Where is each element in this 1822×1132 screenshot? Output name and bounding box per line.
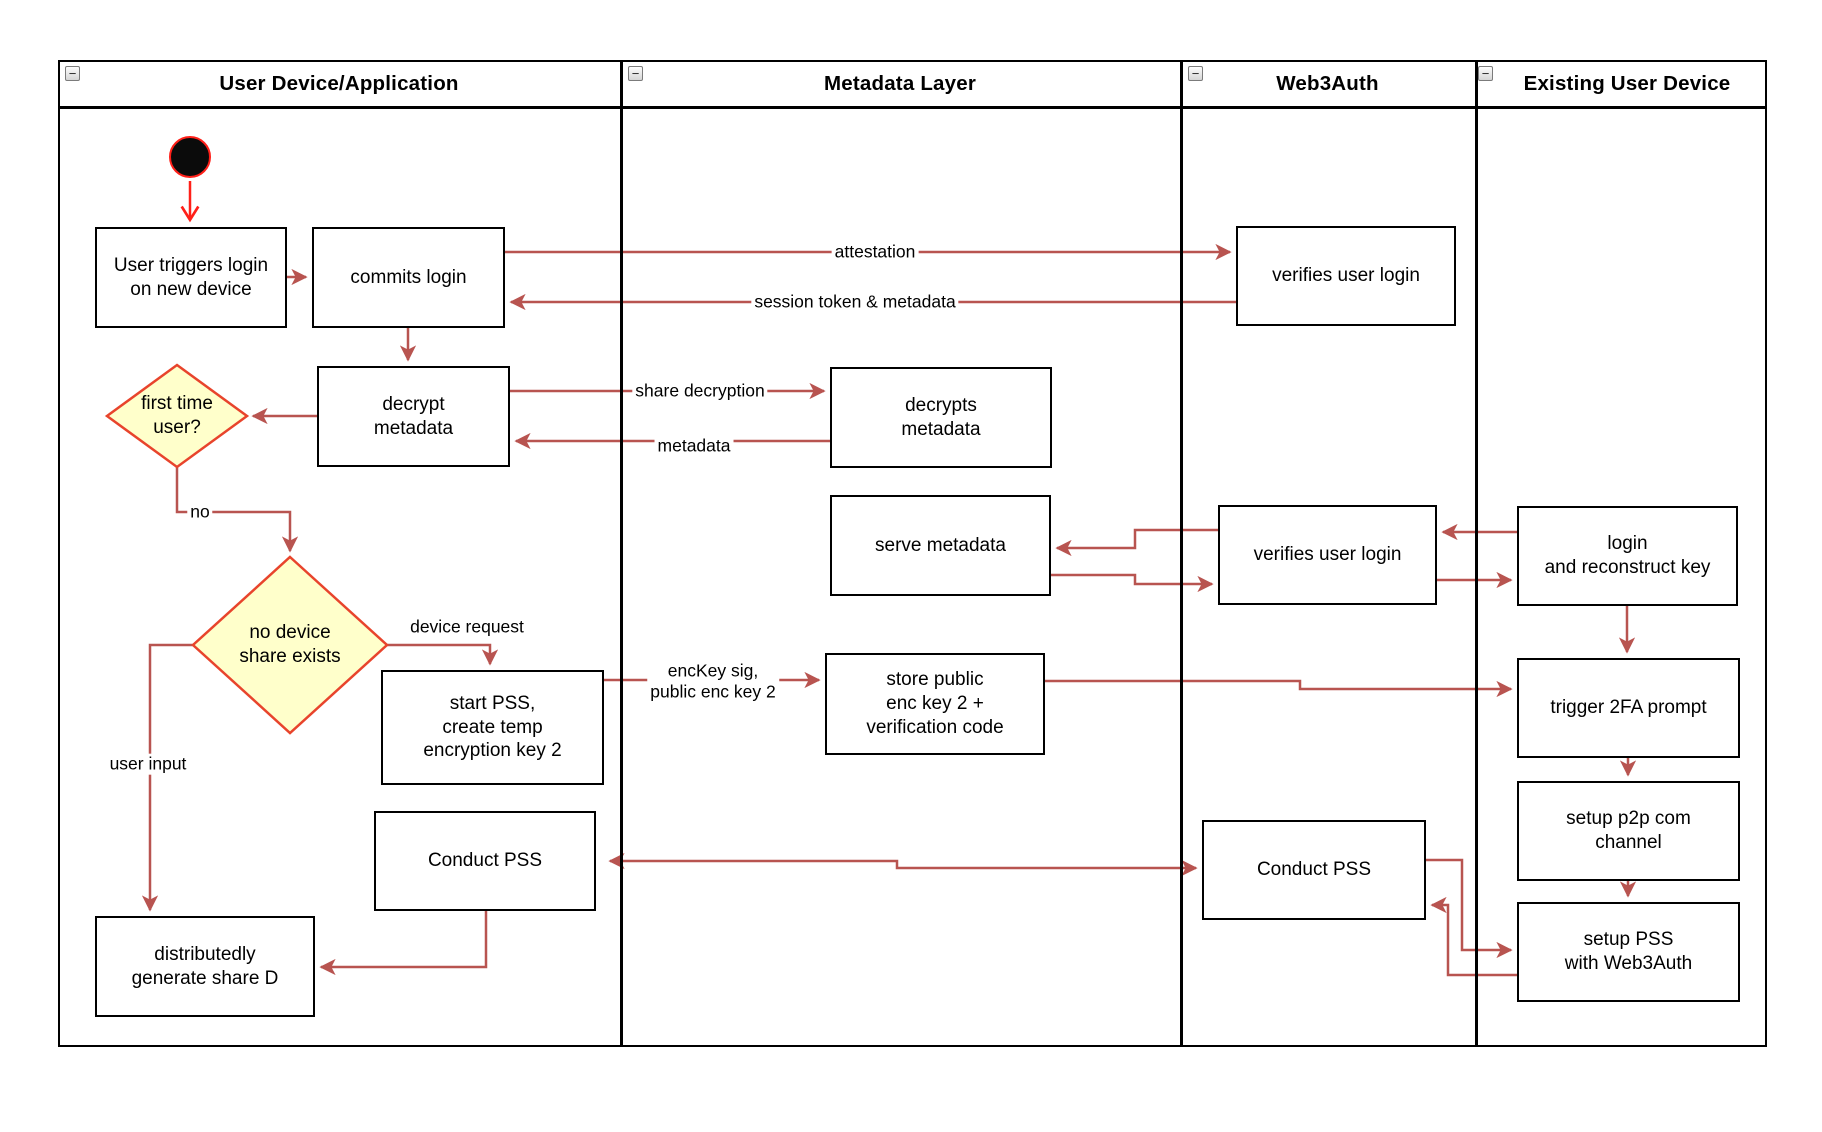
lane-header-web3auth[interactable]: Web3Auth	[1180, 62, 1475, 106]
node-login-reconstruct-key[interactable]: login and reconstruct key	[1517, 506, 1738, 606]
edge-label-share-decryption: share decryption	[632, 380, 768, 402]
edge-user-input	[141, 643, 193, 912]
minus-icon: −	[1191, 66, 1200, 81]
pool-frame	[58, 60, 1767, 1047]
edge-no-branch	[175, 467, 299, 553]
header-divider	[58, 106, 1767, 109]
node-start-pss[interactable]: start PSS, create temp encryption key 2	[381, 670, 604, 785]
edge-label-metadata: metadata	[654, 435, 734, 457]
lane-title-text: Existing User Device	[1523, 72, 1731, 95]
collapse-icon[interactable]: −	[1188, 66, 1203, 81]
collapse-icon[interactable]: −	[1478, 66, 1493, 81]
node-store-public-key[interactable]: store public enc key 2 + verification co…	[825, 653, 1045, 755]
node-verifies-user-login-2[interactable]: verifies user login	[1218, 505, 1437, 605]
edge-label-device-request: device request	[410, 616, 524, 637]
node-commits-login[interactable]: commits login	[312, 227, 505, 328]
edge-verifies2-to-serve	[1055, 528, 1218, 557]
collapse-icon[interactable]: −	[65, 66, 80, 81]
node-conduct-pss-2[interactable]: Conduct PSS	[1202, 820, 1426, 920]
decision-first-time-user-label[interactable]: first time user?	[141, 393, 213, 438]
node-decrypts-metadata[interactable]: decrypts metadata	[830, 367, 1052, 468]
lane-border-3	[1475, 60, 1478, 1047]
lane-header-metadata-layer[interactable]: Metadata Layer	[620, 62, 1180, 106]
node-trigger-2fa[interactable]: trigger 2FA prompt	[1517, 658, 1740, 758]
edge-device-request	[387, 643, 499, 666]
lane-border-2	[1180, 60, 1183, 1047]
node-setup-pss[interactable]: setup PSS with Web3Auth	[1517, 902, 1740, 1002]
node-verifies-user-login-1[interactable]: verifies user login	[1236, 226, 1456, 326]
node-setup-p2p[interactable]: setup p2p com channel	[1517, 781, 1740, 881]
edge-conduct2-to-setuppss	[1426, 858, 1513, 959]
edge-serve-to-verifies2	[1051, 573, 1214, 593]
node-conduct-pss-1[interactable]: Conduct PSS	[374, 811, 596, 911]
decision-first-time-user-shape[interactable]	[104, 363, 250, 469]
edge-conduct1-to-distributedly	[319, 911, 488, 976]
decision-no-device-share-label[interactable]: no device share exists	[239, 622, 341, 667]
lane-border-1	[620, 60, 623, 1047]
edge-setuppss-to-conduct2	[1430, 896, 1517, 977]
minus-icon: −	[631, 66, 640, 81]
node-distributedly-generate[interactable]: distributedly generate share D	[95, 916, 315, 1017]
node-decrypt-metadata[interactable]: decrypt metadata	[317, 366, 510, 467]
edge-store-to-2fa	[1045, 679, 1513, 698]
edge-label-enckey: encKey sig, public enc key 2	[647, 660, 779, 702]
edge-label-attestation: attestation	[831, 241, 919, 263]
node-user-triggers-login[interactable]: User triggers login on new device	[95, 227, 287, 328]
minus-icon: −	[1481, 66, 1490, 81]
node-serve-metadata[interactable]: serve metadata	[830, 495, 1051, 596]
lane-header-user-device[interactable]: User Device/Application	[58, 62, 620, 106]
lane-title-text: User Device/Application	[219, 72, 459, 95]
edge-conduct-pss-bidirectional	[608, 852, 1198, 877]
lane-title-text: Web3Auth	[1276, 72, 1379, 95]
edge-label-session-token: session token & metadata	[751, 291, 959, 313]
edge-label-no: no	[187, 501, 213, 523]
lane-title-text: Metadata Layer	[823, 72, 977, 95]
start-node[interactable]	[169, 136, 211, 178]
edge-label-user-input: user input	[106, 753, 190, 775]
minus-icon: −	[68, 66, 77, 81]
collapse-icon[interactable]: −	[628, 66, 643, 81]
lane-header-existing-device[interactable]: Existing User Device	[1475, 62, 1767, 106]
decision-no-device-share-shape[interactable]	[191, 555, 389, 735]
